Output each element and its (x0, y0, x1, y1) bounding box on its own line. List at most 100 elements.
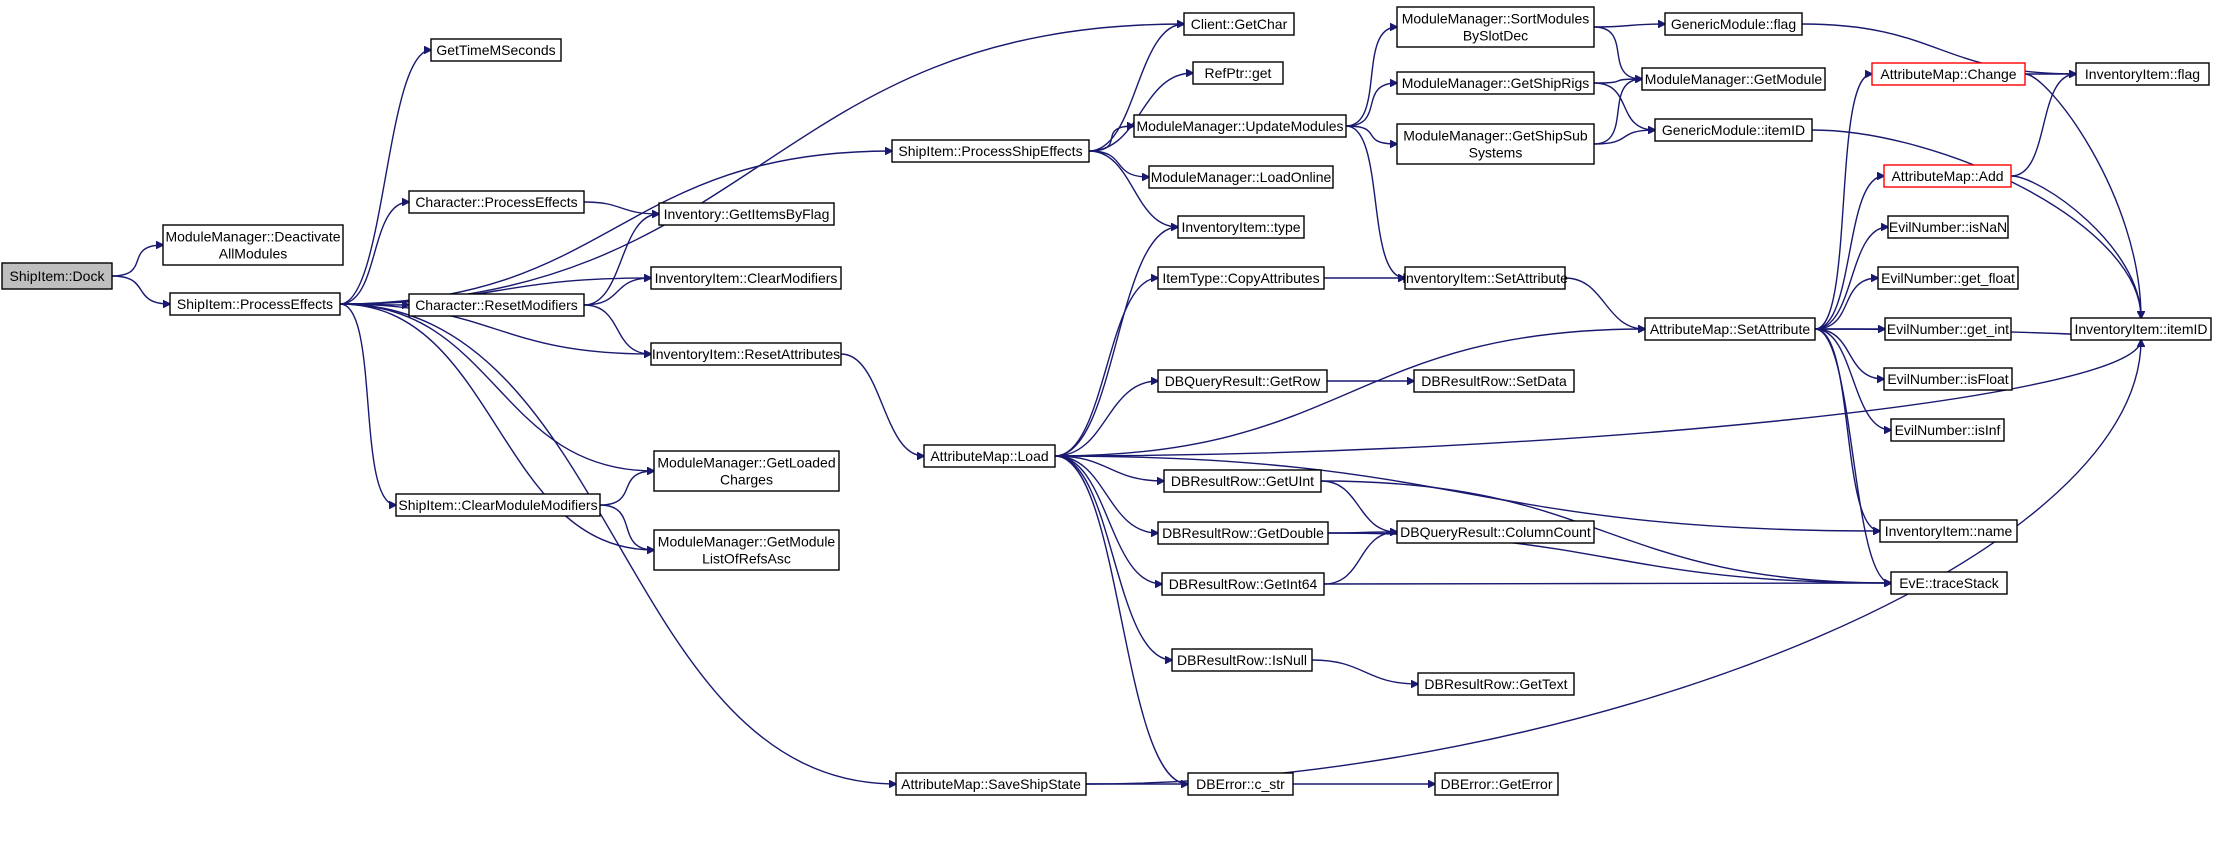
node-box (1883, 164, 2012, 188)
node-label: EvilNumber::isNaN (1889, 219, 2007, 235)
call-edge (1814, 328, 1891, 430)
node-box (653, 450, 840, 492)
call-edge (1345, 27, 1397, 127)
node-box (1644, 317, 1816, 341)
graph-node-amsa[interactable]: AttributeMap::SetAttribute (1644, 317, 1816, 341)
graph-node-engi[interactable]: EvilNumber::get_int (1884, 317, 2012, 341)
graph-node-enif[interactable]: EvilNumber::isFloat (1883, 367, 2013, 391)
call-edge (1593, 79, 1642, 84)
call-edge (2010, 175, 2141, 318)
graph-node-rpg[interactable]: RefPtr::get (1192, 61, 1284, 85)
graph-node-crm[interactable]: Character::ResetModifiers (408, 293, 585, 317)
node-label: InventoryItem::ClearModifiers (655, 270, 838, 286)
graph-node-amc[interactable]: AttributeMap::Change (1871, 62, 2026, 86)
call-edge (339, 303, 654, 550)
call-edge (1345, 83, 1397, 127)
graph-node-amss[interactable]: AttributeMap::SaveShipState (895, 772, 1087, 796)
node-label: ShipItem::ProcessEffects (177, 296, 333, 312)
node-label: AllModules (219, 246, 287, 262)
graph-node-dbrgt[interactable]: DBResultRow::GetText (1417, 672, 1575, 696)
node-label: InventoryItem::flag (2085, 66, 2200, 82)
call-edge (1054, 381, 1158, 457)
graph-node-aml[interactable]: AttributeMap::Load (923, 444, 1056, 468)
call-edge (1320, 480, 1891, 583)
graph-node-gmf[interactable]: GenericModule::flag (1664, 12, 1803, 36)
graph-node-cgc[interactable]: Client::GetChar (1183, 12, 1295, 36)
graph-node-dbgd[interactable]: DBResultRow::GetDouble (1157, 521, 1329, 545)
graph-node-evets[interactable]: EvE::traceStack (1890, 571, 2008, 595)
graph-node-dbec[interactable]: DBError::c_str (1187, 772, 1294, 796)
call-edge (840, 353, 924, 456)
node-box (1396, 71, 1595, 95)
call-edge (1345, 125, 1397, 144)
graph-node-gtm[interactable]: GetTimeMSeconds (430, 38, 562, 62)
node-box (891, 139, 1090, 163)
call-edges (111, 24, 2141, 784)
node-label: InventoryItem::type (1181, 219, 1300, 235)
node-box (1183, 12, 1295, 36)
graph-node-iira[interactable]: InventoryItem::ResetAttributes (650, 342, 842, 366)
graph-node-mmum[interactable]: ModuleManager::UpdateModules (1133, 114, 1347, 138)
graph-node-ama[interactable]: AttributeMap::Add (1883, 164, 2012, 188)
graph-node-enisnan[interactable]: EvilNumber::isNaN (1887, 215, 2009, 239)
node-label: DBResultRow::GetText (1424, 676, 1567, 692)
graph-node-enii[interactable]: EvilNumber::isInf (1890, 418, 2005, 442)
node-label: DBQueryResult::ColumnCount (1400, 524, 1591, 540)
graph-node-iicm[interactable]: InventoryItem::ClearModifiers (650, 266, 842, 290)
call-edge (1814, 74, 1872, 330)
node-box (1192, 61, 1284, 85)
node-label: AttributeMap::Load (930, 448, 1048, 464)
graph-node-gmid[interactable]: GenericModule::itemID (1654, 118, 1813, 142)
node-box (650, 342, 842, 366)
graph-node-iiid[interactable]: InventoryItem::itemID (2070, 317, 2212, 341)
graph-node-dbgu[interactable]: DBResultRow::GetUInt (1163, 469, 1322, 493)
call-edge (339, 24, 1184, 305)
node-label: EvE::traceStack (1899, 575, 2000, 591)
graph-node-engf[interactable]: EvilNumber::get_float (1877, 266, 2019, 290)
node-box (1417, 672, 1575, 696)
graph-node-dbege[interactable]: DBError::GetError (1434, 772, 1559, 796)
call-edge (1311, 659, 1418, 684)
graph-node-iit[interactable]: InventoryItem::type (1177, 215, 1305, 239)
node-label: Inventory::GetItemsByFlag (664, 206, 830, 222)
graph-node-dbqcc[interactable]: DBQueryResult::ColumnCount (1396, 520, 1595, 544)
graph-node-dbin[interactable]: DBResultRow::IsNull (1171, 648, 1313, 672)
node-label: ModuleManager::LoadOnline (1151, 169, 1332, 185)
call-edge (1054, 340, 2141, 457)
graph-node-mmgm[interactable]: ModuleManager::GetModule (1641, 67, 1826, 91)
call-edge (111, 245, 163, 277)
graph-node-spse[interactable]: ShipItem::ProcessShipEffects (891, 139, 1090, 163)
node-label: InventoryItem::itemID (2074, 321, 2207, 337)
graph-node-dbrsd[interactable]: DBResultRow::SetData (1413, 369, 1575, 393)
graph-node-mmgsr[interactable]: ModuleManager::GetShipRigs (1396, 71, 1595, 95)
call-edge (1054, 278, 1158, 457)
graph-node-scmm[interactable]: ShipItem::ClearModuleModifiers (395, 493, 601, 517)
call-edge (599, 471, 654, 506)
node-box (430, 38, 562, 62)
node-label: DBResultRow::SetData (1421, 373, 1567, 389)
graph-node-dbqgr[interactable]: DBQueryResult::GetRow (1157, 369, 1328, 393)
graph-node-iin[interactable]: InventoryItem::name (1879, 519, 2018, 543)
graph-node-iif[interactable]: InventoryItem::flag (2075, 62, 2210, 86)
call-edge (1054, 455, 1880, 531)
graph-node-dbgi[interactable]: DBResultRow::GetInt64 (1161, 572, 1325, 596)
graph-node-igif[interactable]: Inventory::GetItemsByFlag (658, 202, 835, 226)
call-edge (1593, 26, 1642, 79)
graph-node-iisa[interactable]: InventoryItem::SetAttribute (1402, 266, 1568, 290)
graph-node-pe[interactable]: ShipItem::ProcessEffects (169, 292, 341, 316)
call-edge (1054, 455, 1188, 784)
graph-node-mmlo[interactable]: ModuleManager::LoadOnline (1148, 165, 1334, 189)
graph-node-itca[interactable]: ItemType::CopyAttributes (1157, 266, 1325, 290)
call-edge (339, 50, 431, 305)
graph-node-cpe[interactable]: Character::ProcessEffects (408, 190, 585, 214)
call-edge (1814, 227, 1888, 330)
graph-node-dock[interactable]: ShipItem::Dock (1, 262, 113, 290)
call-edge (583, 214, 659, 306)
node-box (395, 493, 601, 517)
